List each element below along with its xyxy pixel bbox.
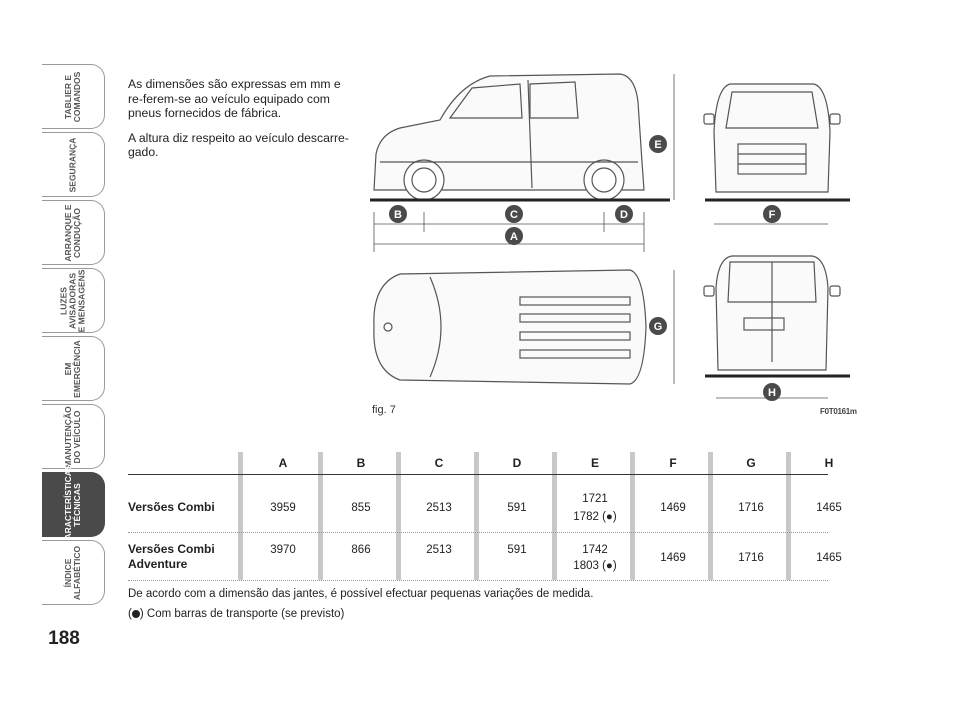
- row-label: Versões Combi Adventure: [128, 542, 215, 571]
- svg-text:G: G: [654, 321, 663, 333]
- tab-tablier-comandos[interactable]: TABLIER E COMANDOS: [42, 64, 105, 129]
- tab-seguranca[interactable]: SEGURANÇA: [42, 132, 105, 197]
- cell-A: 3959: [270, 502, 296, 514]
- header-G: G: [746, 456, 756, 470]
- column-divider: [474, 452, 479, 580]
- tab-indice-alfabetico[interactable]: ÍNDICE ALFABÉTICO: [42, 540, 105, 605]
- cell-B: 855: [351, 502, 371, 514]
- header-F: F: [669, 456, 677, 470]
- footnote-roof-bars-text: Com barras de transporte (se previsto): [143, 608, 345, 620]
- rear-view-drawing: [703, 255, 841, 371]
- header-divider: [128, 474, 828, 475]
- column-divider: [396, 452, 401, 580]
- svg-text:F: F: [769, 209, 776, 221]
- vehicle-dimensions-figure: E B C D F A G H: [370, 73, 850, 401]
- tab-label: ARRANQUE E CONDUÇÃO: [63, 203, 82, 262]
- badge-F: F: [763, 205, 781, 223]
- figure-code: F0T0161m: [820, 407, 857, 416]
- tab-label: MANUTENÇÃO DO VEÍCULO: [63, 405, 82, 468]
- tab-label: CARACTERÍSTICAS TÉCNICAS: [63, 463, 82, 546]
- footnote-roof-bars: () Com barras de transporte (se previsto…: [128, 608, 345, 620]
- cell-C: 2513: [426, 544, 452, 556]
- cell-B: 866: [351, 544, 371, 556]
- badge-A: A: [505, 227, 523, 245]
- page-number: 188: [48, 628, 80, 649]
- tab-label: ÍNDICE ALFABÉTICO: [63, 545, 82, 600]
- badge-H: H: [763, 383, 781, 401]
- column-divider: [238, 452, 243, 580]
- cell-H: 1465: [816, 552, 842, 564]
- cell-H: 1465: [816, 502, 842, 514]
- badge-D: D: [615, 205, 633, 223]
- bullet-icon: [131, 609, 140, 618]
- header-D: D: [512, 456, 522, 470]
- tab-label: LUZES AVISADORAS E MENSAGENS: [58, 269, 87, 332]
- svg-text:D: D: [620, 209, 628, 221]
- top-view-drawing: [373, 269, 647, 385]
- badge-G: G: [649, 317, 667, 335]
- tab-arranque-conducao[interactable]: ARRANQUE E CONDUÇÃO: [42, 200, 105, 265]
- front-view-drawing: [703, 83, 841, 193]
- cell-F: 1469: [660, 552, 686, 564]
- cell-D: 591: [507, 544, 527, 556]
- cell-E-alt: 1803 (●): [573, 560, 617, 572]
- cell-E-alt: 1782 (●): [573, 511, 617, 523]
- svg-text:B: B: [394, 209, 402, 221]
- column-divider: [318, 452, 323, 580]
- column-divider: [786, 452, 791, 580]
- tab-label: EM EMERGÊNCIA: [63, 339, 82, 398]
- tab-em-emergencia[interactable]: EM EMERGÊNCIA: [42, 336, 105, 401]
- intro-paragraph-2: A altura diz respeito ao veículo descarr…: [128, 130, 349, 160]
- tab-caracteristicas-tecnicas[interactable]: CARACTERÍSTICAS TÉCNICAS: [42, 464, 105, 545]
- cell-E: 1721: [582, 493, 608, 505]
- tab-manutencao-veiculo[interactable]: MANUTENÇÃO DO VEÍCULO: [42, 404, 105, 469]
- badge-C: C: [505, 205, 523, 223]
- header-C: C: [434, 456, 444, 470]
- side-view-drawing: [373, 73, 645, 201]
- footnote-rims: De acordo com a dimensão das jantes, é p…: [128, 588, 594, 600]
- svg-text:H: H: [768, 387, 776, 399]
- svg-text:C: C: [510, 209, 518, 221]
- column-divider: [552, 452, 557, 580]
- badge-E: E: [649, 135, 667, 153]
- cell-E: 1742: [582, 544, 608, 556]
- row-label: Versões Combi: [128, 500, 215, 514]
- svg-text:A: A: [510, 231, 518, 243]
- intro-text: As dimensões são expressas em mm e re-fe…: [128, 77, 356, 170]
- cell-A: 3970: [270, 544, 296, 556]
- header-E: E: [590, 456, 599, 470]
- cell-C: 2513: [426, 502, 452, 514]
- cell-G: 1716: [738, 552, 764, 564]
- tab-luzes-avisadoras[interactable]: LUZES AVISADORAS E MENSAGENS: [42, 268, 105, 333]
- header-H: H: [824, 456, 834, 470]
- cell-F: 1469: [660, 502, 686, 514]
- badge-B: B: [389, 205, 407, 223]
- header-B: B: [356, 456, 366, 470]
- figure-label: fig. 7: [372, 404, 396, 416]
- column-divider: [630, 452, 635, 580]
- column-divider: [708, 452, 713, 580]
- tab-label: TABLIER E COMANDOS: [63, 71, 82, 122]
- intro-paragraph-1: As dimensões são expressas em mm e re-fe…: [128, 77, 341, 120]
- header-A: A: [278, 456, 288, 470]
- cell-D: 591: [507, 502, 527, 514]
- row-divider: [128, 532, 828, 533]
- tab-label: SEGURANÇA: [67, 137, 78, 192]
- row-divider: [128, 580, 828, 581]
- cell-G: 1716: [738, 502, 764, 514]
- svg-text:E: E: [654, 139, 661, 151]
